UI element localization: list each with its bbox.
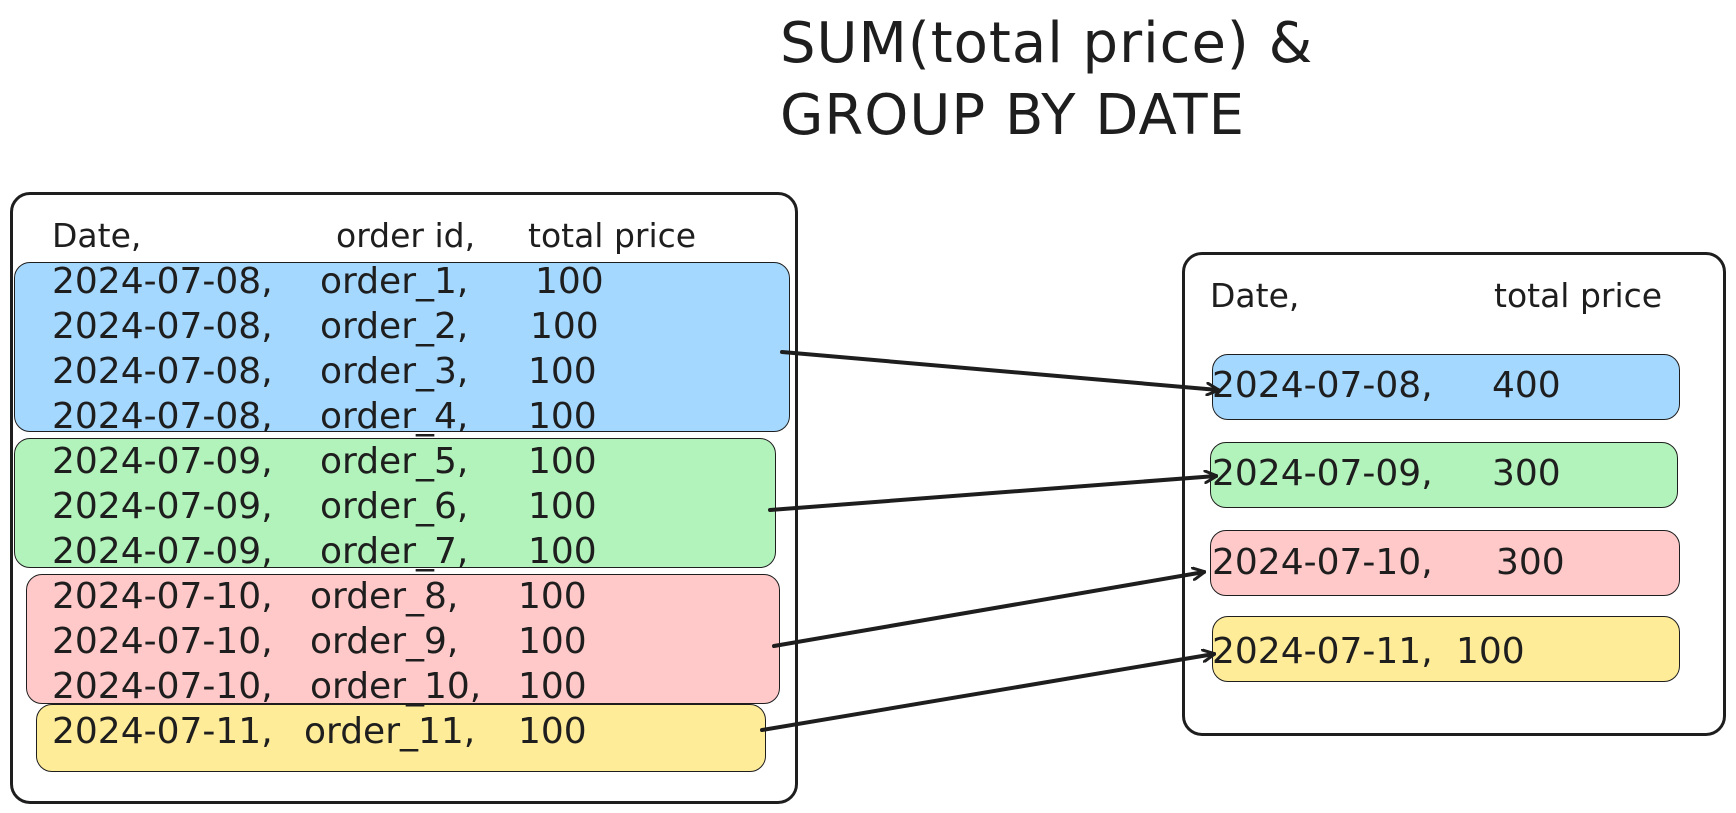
source-row-total-price: 100 — [528, 441, 597, 482]
source-row-order-id: order_1, — [320, 261, 469, 302]
source-header-date: Date, — [52, 216, 142, 255]
source-header-order-id: order id, — [336, 216, 476, 255]
source-row-total-price: 100 — [518, 576, 587, 617]
source-row-order-id: order_2, — [320, 306, 469, 347]
result-row-total-price: 300 — [1496, 542, 1565, 583]
source-row-total-price: 100 — [518, 711, 587, 752]
source-header-total-price: total price — [528, 216, 697, 255]
source-row-total-price: 100 — [518, 621, 587, 662]
source-row-total-price: 100 — [528, 351, 597, 392]
source-row-date: 2024-07-09, — [52, 531, 273, 572]
diagram-title: SUM(total price) & GROUP BY DATE — [780, 8, 1313, 152]
source-row-order-id: order_7, — [320, 531, 469, 572]
source-row-order-id: order_10, — [310, 666, 482, 707]
source-row-order-id: order_6, — [320, 486, 469, 527]
arrow-2024-07-10 — [772, 572, 1204, 648]
source-row-order-id: order_3, — [320, 351, 469, 392]
source-row-date: 2024-07-11, — [52, 711, 273, 752]
result-row-total-price: 100 — [1456, 631, 1525, 672]
source-row-date: 2024-07-09, — [52, 486, 273, 527]
result-row-date: 2024-07-10, — [1212, 542, 1433, 583]
source-row-order-id: order_5, — [320, 441, 469, 482]
result-header-date: Date, — [1210, 276, 1300, 315]
result-row-date: 2024-07-11, — [1212, 631, 1433, 672]
arrow-2024-07-11 — [760, 654, 1214, 732]
result-row-total-price: 400 — [1492, 365, 1561, 406]
title-line-2: GROUP BY DATE — [780, 83, 1245, 148]
source-row-date: 2024-07-09, — [52, 441, 273, 482]
result-band-2024-07-09 — [1210, 442, 1678, 508]
source-row-date: 2024-07-08, — [52, 396, 273, 437]
result-band-2024-07-11 — [1212, 616, 1680, 682]
result-band-2024-07-10 — [1210, 530, 1680, 596]
result-row-date: 2024-07-08, — [1212, 365, 1433, 406]
source-row-order-id: order_8, — [310, 576, 459, 617]
source-row-date: 2024-07-08, — [52, 351, 273, 392]
source-row-total-price: 100 — [530, 306, 599, 347]
source-row-date: 2024-07-10, — [52, 576, 273, 617]
source-row-total-price: 100 — [528, 531, 597, 572]
source-row-date: 2024-07-10, — [52, 666, 273, 707]
source-row-date: 2024-07-08, — [52, 261, 273, 302]
result-row-total-price: 300 — [1492, 453, 1561, 494]
result-row-date: 2024-07-09, — [1212, 453, 1433, 494]
result-header-total-price: total price — [1494, 276, 1663, 315]
arrow-2024-07-09 — [768, 476, 1216, 512]
source-row-order-id: order_9, — [310, 621, 459, 662]
source-row-total-price: 100 — [528, 396, 597, 437]
group-band-2024-07-10 — [26, 574, 780, 704]
source-row-total-price: 100 — [535, 261, 604, 302]
group-band-2024-07-08 — [14, 262, 790, 432]
result-band-2024-07-08 — [1212, 354, 1680, 420]
source-row-total-price: 100 — [518, 666, 587, 707]
source-row-order-id: order_11, — [304, 711, 476, 752]
title-line-1: SUM(total price) & — [780, 11, 1314, 76]
source-row-date: 2024-07-08, — [52, 306, 273, 347]
source-row-order-id: order_4, — [320, 396, 469, 437]
source-row-date: 2024-07-10, — [52, 621, 273, 662]
group-band-2024-07-11 — [36, 704, 766, 772]
arrow-2024-07-08 — [780, 350, 1218, 390]
source-row-total-price: 100 — [528, 486, 597, 527]
group-band-2024-07-09 — [14, 438, 776, 568]
